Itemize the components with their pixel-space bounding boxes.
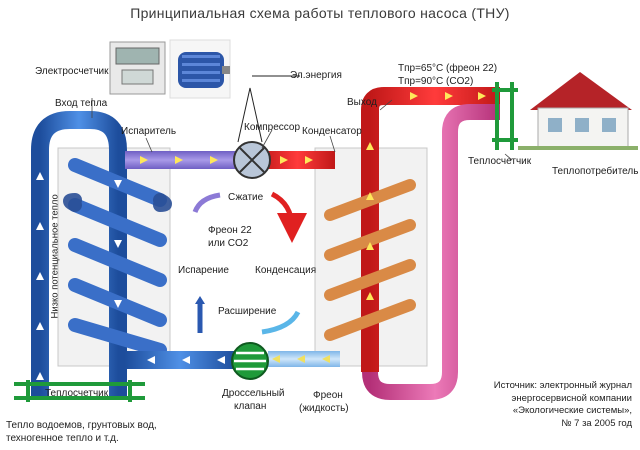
label-power: Эл.энергия <box>290 70 342 81</box>
compressor-symbol <box>233 141 271 179</box>
liquid-flow-arrows <box>272 355 330 363</box>
heat-meter-left <box>14 380 145 402</box>
label-condenser: Конденсатор <box>302 126 362 137</box>
heat-meter-right <box>492 82 518 150</box>
return-pipe <box>362 104 500 400</box>
label-electric-meter: Электросчетчик <box>35 66 109 77</box>
label-freon-liquid-line1: Фреон <box>313 390 343 401</box>
compression-arrow <box>270 191 307 243</box>
label-heat-consumer: Теплопотребитель <box>552 166 639 177</box>
house-image <box>518 72 638 150</box>
label-heat-in: Вход тепла <box>55 98 108 109</box>
temp-freon22: Tпр=65°C (фреон 22) <box>398 63 498 74</box>
label-freon1: Фреон 22 <box>208 225 252 236</box>
label-valve-line2: клапан <box>234 401 267 412</box>
leader-lines <box>91 98 513 161</box>
label-valve-line1: Дроссельный <box>222 388 285 399</box>
discharge-pipe <box>260 151 335 169</box>
suction-pipe <box>125 151 245 169</box>
label-evaporation: Испарение <box>178 265 229 276</box>
label-compression: Сжатие <box>228 192 264 203</box>
temp-co2: Tпр=90°C (CO2) <box>398 76 474 87</box>
motor-image <box>169 39 231 99</box>
power-line <box>237 87 263 143</box>
source-line3: «Экологические системы», <box>512 405 632 416</box>
label-heat-meter-right: Теплосчетчик <box>468 156 532 167</box>
label-bottom-line2: техногенное тепло и т.д. <box>6 433 119 444</box>
cycle-arrow-top-left <box>192 192 221 213</box>
label-heat-meter-left: Теплосчетчик <box>45 388 109 399</box>
label-bottom-line1: Тепло водоемов, грунтовых вод, <box>6 420 157 431</box>
label-freon2: или CO2 <box>208 238 249 249</box>
temperature-block: Tпр=65°C (фреон 22) Tпр=90°C (CO2) <box>398 62 497 88</box>
label-low-potential-heat: Низко потенциальное тепло <box>49 194 61 319</box>
cold-flow-arrows <box>36 172 225 380</box>
label-outlet: Выход <box>347 97 377 108</box>
throttle-valve-symbol <box>231 342 269 380</box>
evaporator-coil-back <box>63 193 172 212</box>
label-evaporator: Испаритель <box>121 126 177 137</box>
label-freon-liquid-line2: (жидкость) <box>299 403 349 414</box>
source-line4: № 7 за 2005 год <box>561 417 632 429</box>
electric-meter-image <box>109 41 166 95</box>
source-note: Источник: электронный журнал энергосерви… <box>462 380 632 430</box>
label-expansion: Расширение <box>218 306 277 317</box>
flow-arrows <box>140 92 486 300</box>
source-line1: Источник: электронный журнал <box>493 380 632 391</box>
label-condensation: Конденсация <box>255 265 317 276</box>
outlet-pipe <box>361 87 500 372</box>
label-compressor: Компрессор <box>244 122 301 133</box>
cycle-arrow-bottom-right <box>261 310 301 335</box>
source-line2: энергосервисной компании <box>511 392 632 404</box>
diagram-title: Принципиальная схема работы теплового на… <box>130 5 510 21</box>
source-pipe <box>31 111 127 398</box>
evaporator-return-pipe <box>125 351 235 369</box>
